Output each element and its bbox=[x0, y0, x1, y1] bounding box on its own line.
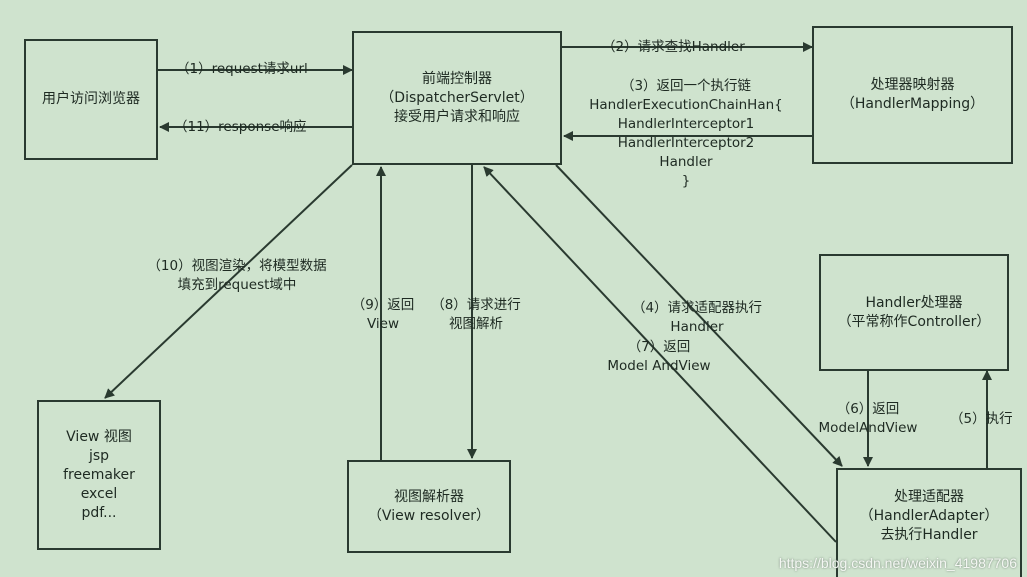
handler-adapter-node: 处理适配器 （HandlerAdapter） 去执行Handler bbox=[836, 468, 1022, 577]
step2-line: （2）请求查找Handler bbox=[602, 39, 745, 55]
adapter-line: 去执行Handler bbox=[880, 527, 978, 543]
step3-line: HandlerExecutionChainHan{ bbox=[589, 97, 783, 113]
step1-line: （1）request请求url bbox=[176, 61, 308, 77]
dispatcher-servlet-node: 前端控制器 （DispatcherServlet） 接受用户请求和响应 bbox=[352, 31, 562, 165]
resolver-line: 视图解析器 bbox=[394, 488, 464, 505]
step9-line: （9）返回 bbox=[351, 297, 415, 313]
label-step2: （2）请求查找Handler bbox=[602, 38, 745, 57]
step7-line: （7）返回 bbox=[627, 339, 691, 355]
handler-line: （平常称作Controller） bbox=[837, 313, 991, 330]
label-step1: （1）request请求url bbox=[176, 60, 308, 79]
arrow-step4 bbox=[555, 164, 843, 467]
view-line: pdf... bbox=[81, 504, 117, 521]
handler-node: Handler处理器 （平常称作Controller） bbox=[819, 254, 1009, 371]
view-line: freemaker bbox=[63, 466, 135, 483]
label-step8: （8）请求进行视图解析 bbox=[424, 296, 528, 334]
arrow-step10 bbox=[104, 164, 353, 399]
step3-line: Handler bbox=[659, 154, 713, 170]
step10-line: 填充到request域中 bbox=[177, 277, 297, 293]
arrow-step7 bbox=[483, 166, 837, 543]
step4-line: Handler bbox=[670, 319, 724, 335]
label-step5: （5）执行 bbox=[950, 410, 1013, 429]
browser-line: 用户访问浏览器 bbox=[42, 91, 140, 107]
view-resolver-node: 视图解析器 （View resolver） bbox=[347, 460, 511, 553]
step3-line: HandlerInterceptor1 bbox=[617, 116, 755, 132]
label-step3: （3）返回一个执行链 HandlerExecutionChainHan{ Handl… bbox=[585, 77, 787, 191]
dispatcher-line: 接受用户请求和响应 bbox=[394, 108, 520, 125]
adapter-line: 处理适配器 bbox=[894, 489, 964, 505]
step5-line: （5）执行 bbox=[950, 411, 1013, 427]
step6-line: ModelAndView bbox=[818, 420, 918, 436]
view-line: excel bbox=[80, 485, 118, 502]
handler-mapping-node: 处理器映射器 （HandlerMapping） bbox=[812, 26, 1013, 164]
label-step9: （9）返回 View bbox=[344, 296, 422, 334]
mapping-line: （HandlerMapping） bbox=[840, 96, 985, 112]
step3-line: HandlerInterceptor2 bbox=[617, 135, 755, 151]
step4-line: （4）请求适配器执行 bbox=[631, 300, 763, 316]
step9-line: View bbox=[366, 316, 400, 332]
label-step10: （10）视图渲染，将模型数据填充到request域中 bbox=[132, 257, 342, 295]
dispatcher-line: （DispatcherServlet） bbox=[380, 89, 534, 106]
dispatcher-line: 前端控制器 bbox=[422, 70, 492, 87]
mapping-line: 处理器映射器 bbox=[870, 77, 955, 93]
watermark: https://blog.csdn.net/weixin_41987706 bbox=[778, 555, 1017, 571]
browser-node: 用户访问浏览器 bbox=[24, 39, 158, 160]
view-line: jsp bbox=[88, 447, 110, 464]
adapter-line: （HandlerAdapter） bbox=[859, 508, 999, 524]
label-step11: （11）response响应 bbox=[174, 118, 307, 137]
label-step7: （7）返回 Model AndView bbox=[596, 338, 722, 376]
label-step4: （4）请求适配器执行 Handler bbox=[618, 299, 776, 337]
handler-line: Handler处理器 bbox=[865, 294, 963, 311]
step11-line: （11）response响应 bbox=[174, 119, 307, 135]
step8-line: 视图解析 bbox=[449, 316, 503, 332]
step3-line: （3）返回一个执行链 bbox=[620, 78, 752, 94]
step6-line: （6）返回 bbox=[836, 401, 900, 417]
step7-line: Model AndView bbox=[607, 358, 711, 374]
view-node: View 视图 jsp freemaker excel pdf... bbox=[37, 400, 161, 550]
step3-line: } bbox=[681, 173, 691, 189]
resolver-line: （View resolver） bbox=[367, 507, 491, 524]
view-line: View 视图 bbox=[66, 428, 132, 445]
label-step6: （6）返回 ModelAndView bbox=[808, 400, 928, 438]
step8-line: （8）请求进行 bbox=[431, 297, 521, 313]
step10-line: （10）视图渲染，将模型数据 bbox=[147, 258, 327, 274]
